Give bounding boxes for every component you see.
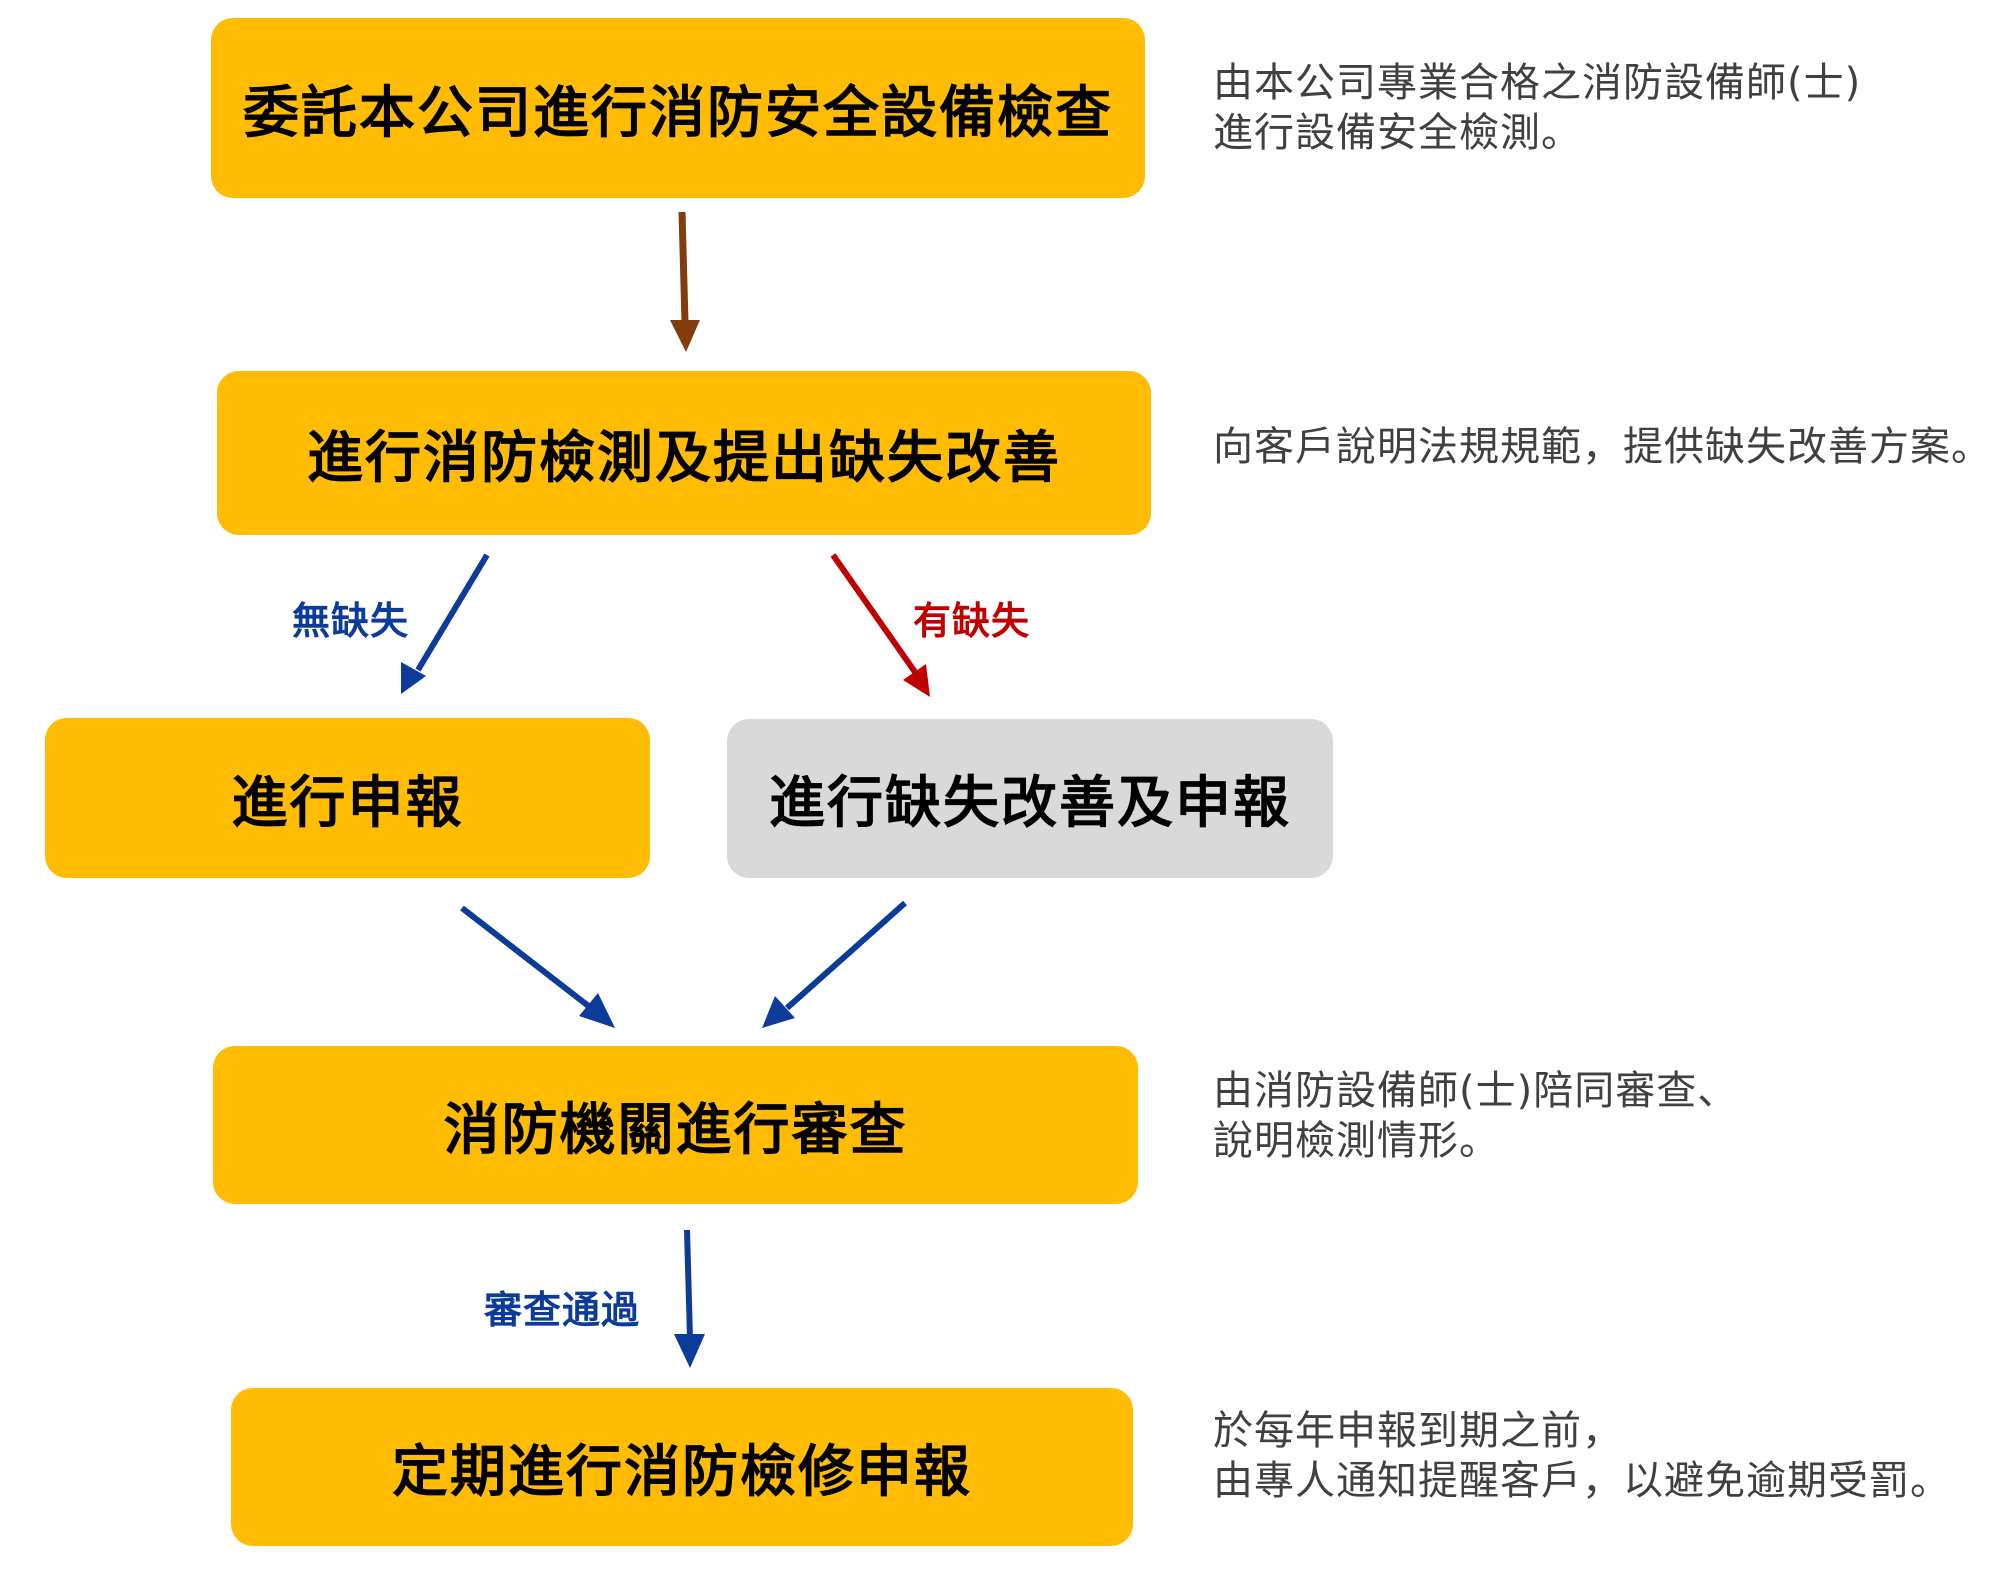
- note-line: 由本公司專業合格之消防設備師(士): [1213, 60, 1862, 106]
- edge-label-review-passed: 審查通過: [484, 1288, 641, 1332]
- note-line: 向客戶說明法規規範，提供缺失改善方案。: [1213, 424, 1992, 470]
- arrow-down-left-icon: [401, 553, 490, 694]
- step-periodic: 定期進行消防檢修申報: [231, 1388, 1133, 1546]
- step-label: 進行消防檢測及提出缺失改善: [307, 425, 1061, 491]
- arrow-down-right-icon: [460, 905, 615, 1028]
- step-inspect: 進行消防檢測及提出缺失改善: [217, 371, 1151, 535]
- arrow-down-icon: [674, 1229, 705, 1368]
- note-line: 由專人通知提醒客戶，以避免逾期受罰。: [1213, 1458, 1951, 1504]
- step-entrust: 委託本公司進行消防安全設備檢查: [211, 18, 1145, 198]
- note-line: 由消防設備師(士)陪同審查、: [1213, 1068, 1739, 1114]
- note-entrust: 由本公司專業合格之消防設備師(士) 進行設備安全檢測。: [1213, 58, 1861, 158]
- edge-label-has-defect: 有缺失: [913, 599, 1031, 643]
- edge-label-no-defect: 無缺失: [292, 599, 410, 643]
- step-label: 委託本公司進行消防安全設備檢查: [243, 80, 1113, 146]
- note-review: 由消防設備師(士)陪同審查、 說明檢測情形。: [1213, 1066, 1738, 1166]
- step-review: 消防機關進行審查: [213, 1046, 1138, 1204]
- step-label: 進行缺失改善及申報: [769, 771, 1291, 836]
- arrow-down-icon: [670, 211, 700, 352]
- note-periodic: 於每年申報到期之前， 由專人通知提醒客戶，以避免逾期受罰。: [1213, 1406, 1951, 1506]
- step-label: 進行申報: [231, 770, 464, 836]
- arrow-down-left-icon: [762, 900, 907, 1028]
- note-line: 說明檢測情形。: [1213, 1118, 1500, 1164]
- note-line: 於每年申報到期之前，: [1213, 1408, 1623, 1454]
- step-label: 消防機關進行審查: [443, 1097, 908, 1163]
- note-inspect: 向客戶說明法規規範，提供缺失改善方案。: [1213, 422, 1992, 472]
- note-line: 進行設備安全檢測。: [1213, 110, 1582, 156]
- step-report: 進行申報: [45, 718, 650, 878]
- step-fix-report: 進行缺失改善及申報: [727, 719, 1333, 878]
- step-label: 定期進行消防檢修申報: [392, 1439, 972, 1505]
